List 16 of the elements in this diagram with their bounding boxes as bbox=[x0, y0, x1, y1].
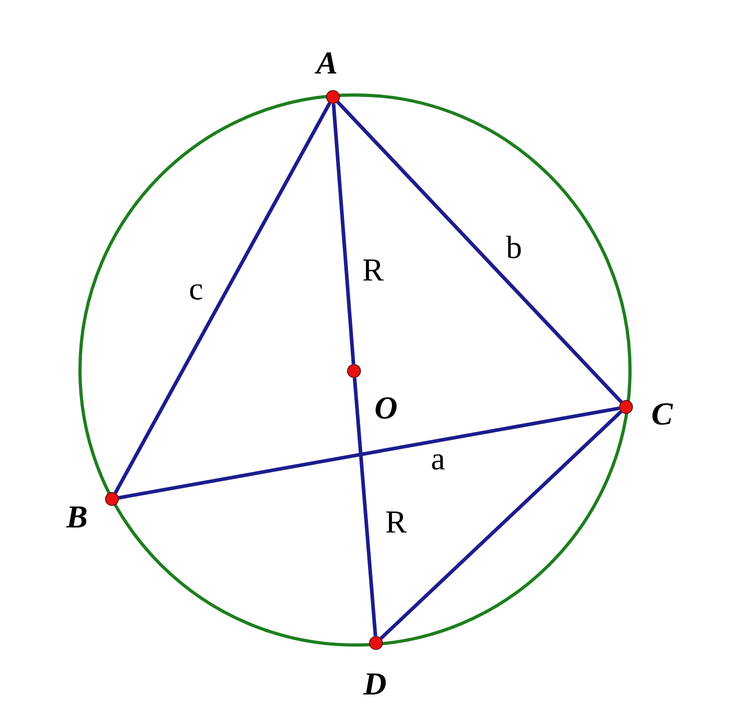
line-segment bbox=[332, 104, 356, 364]
line-segment bbox=[336, 100, 623, 404]
line-segment bbox=[352, 378, 378, 636]
edge-label: b bbox=[505, 234, 523, 260]
point-label: D bbox=[363, 674, 386, 695]
edge-label: c bbox=[188, 283, 204, 301]
line-segment bbox=[118, 406, 620, 500]
edge-label: R bbox=[384, 510, 408, 534]
point-label: O bbox=[376, 397, 397, 419]
edge-label: a bbox=[430, 453, 446, 471]
edge-label: R bbox=[361, 258, 385, 282]
point-label: A bbox=[314, 52, 336, 74]
point-label: B bbox=[66, 506, 86, 528]
line-segment bbox=[380, 410, 622, 640]
line-segment bbox=[114, 102, 332, 494]
point-label: C bbox=[652, 403, 673, 425]
